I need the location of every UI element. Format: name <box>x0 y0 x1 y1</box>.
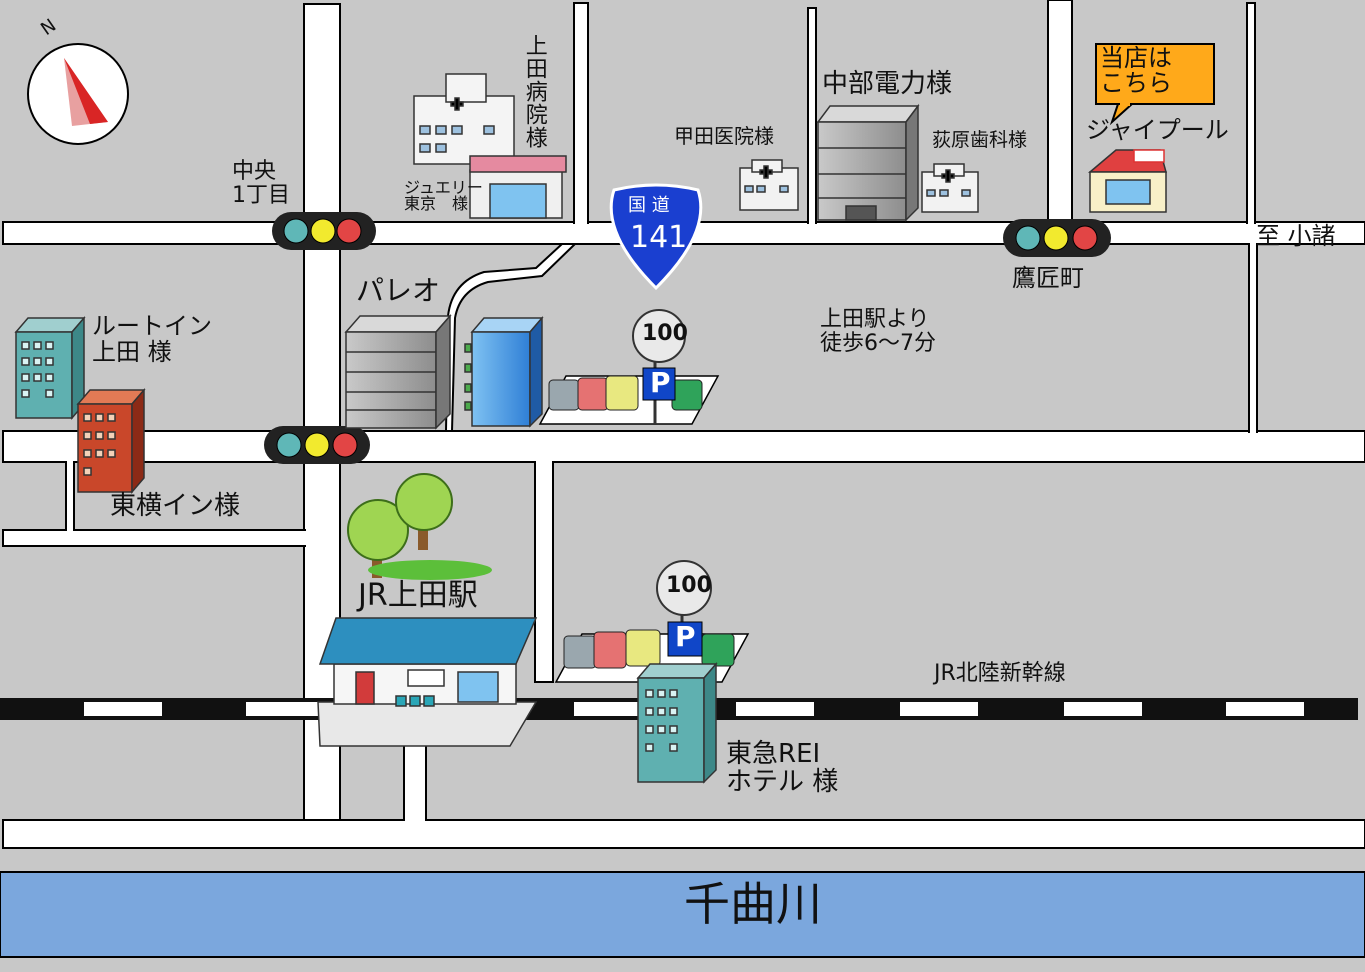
junction <box>1248 221 1254 225</box>
label-chuo-1chome: 中央 1丁目 <box>232 159 290 208</box>
road-north-lane-4 <box>1246 2 1256 224</box>
label-jr-ueda-station: JR上田駅 <box>358 578 478 613</box>
parking-price-2: 100 <box>666 573 712 598</box>
label-chikuma-river: 千曲川 <box>684 877 822 931</box>
junction <box>809 221 815 225</box>
ueda-hospital-building <box>413 73 515 165</box>
river-chikuma <box>0 871 1365 958</box>
junction <box>67 528 73 532</box>
junction <box>575 221 587 225</box>
tokyu-rei-hotel-building <box>636 661 718 784</box>
junction <box>1250 242 1256 246</box>
label-shinkansen: JR北陸新幹線 <box>934 661 1066 686</box>
route-inn-building <box>14 315 86 421</box>
pareo-building <box>344 314 452 430</box>
road-toyoko-lane <box>65 461 75 531</box>
road-station-vertical <box>534 461 554 683</box>
station-trees <box>347 473 492 580</box>
shop-here-callout <box>1095 43 1215 126</box>
label-chubu-electric: 中部電力様 <box>822 69 953 99</box>
label-toyoko-inn: 東横イン様 <box>110 491 241 521</box>
junction <box>303 531 307 545</box>
junction <box>1250 430 1256 434</box>
label-route-inn: ルートイン 上田 様 <box>92 312 212 366</box>
jaipool-shop-building <box>1087 149 1167 213</box>
road-station-south <box>403 744 427 821</box>
junction <box>536 460 552 464</box>
label-ueda-hospital: 上田病院様 <box>521 34 547 149</box>
junction <box>67 460 73 464</box>
toyoko-inn-building <box>76 387 146 495</box>
traffic-light-chuo <box>272 212 376 250</box>
label-takasho-machi: 鷹匠町 <box>1012 264 1084 292</box>
parking-price-1: 100 <box>642 321 688 346</box>
compass <box>27 43 129 145</box>
label-shop-here: 当店は こちら <box>1100 44 1172 98</box>
road-north-lane-1 <box>573 2 589 224</box>
route-141-kanji: 国 道 <box>628 195 670 216</box>
traffic-light-middle <box>264 426 370 464</box>
label-pareo: パレオ <box>356 274 441 307</box>
label-tokyu-rei-hotel: 東急REI ホテル 様 <box>726 739 839 798</box>
road-south-horizontal <box>2 819 1365 849</box>
road-west-lower <box>2 529 306 547</box>
traffic-light-takasho <box>1003 219 1111 257</box>
kouda-clinic-building <box>739 159 799 211</box>
jr-ueda-station-building <box>317 617 538 747</box>
blue-building <box>464 315 544 428</box>
road-east-vertical <box>1248 243 1258 433</box>
road-middle-horizontal <box>2 430 1365 463</box>
chubu-electric-building <box>816 103 920 222</box>
label-jaipool: ジャイプール <box>1086 116 1229 144</box>
ogiwara-dental-building <box>921 163 979 213</box>
parking-lot-1 <box>538 309 720 425</box>
parking-sign-1: P <box>650 366 671 399</box>
route-141-shield <box>609 183 703 291</box>
label-to-komoro: 至 小諸 <box>1256 222 1336 250</box>
road-north-lane-3 <box>1047 0 1073 224</box>
jewelry-shop-building <box>469 155 567 219</box>
route-141-number: 141 <box>630 220 688 255</box>
label-jewelry-tokyo: ジュエリー 東京 様 <box>404 178 483 213</box>
junction <box>405 818 425 822</box>
road-north-lane-2 <box>807 7 817 224</box>
label-kouda-clinic: 甲田医院様 <box>674 124 774 148</box>
parking-sign-2: P <box>675 620 696 653</box>
label-ogiwara-dental: 荻原歯科様 <box>932 129 1028 151</box>
label-walk-from-station: 上田駅より 徒歩6～7分 <box>820 307 936 356</box>
